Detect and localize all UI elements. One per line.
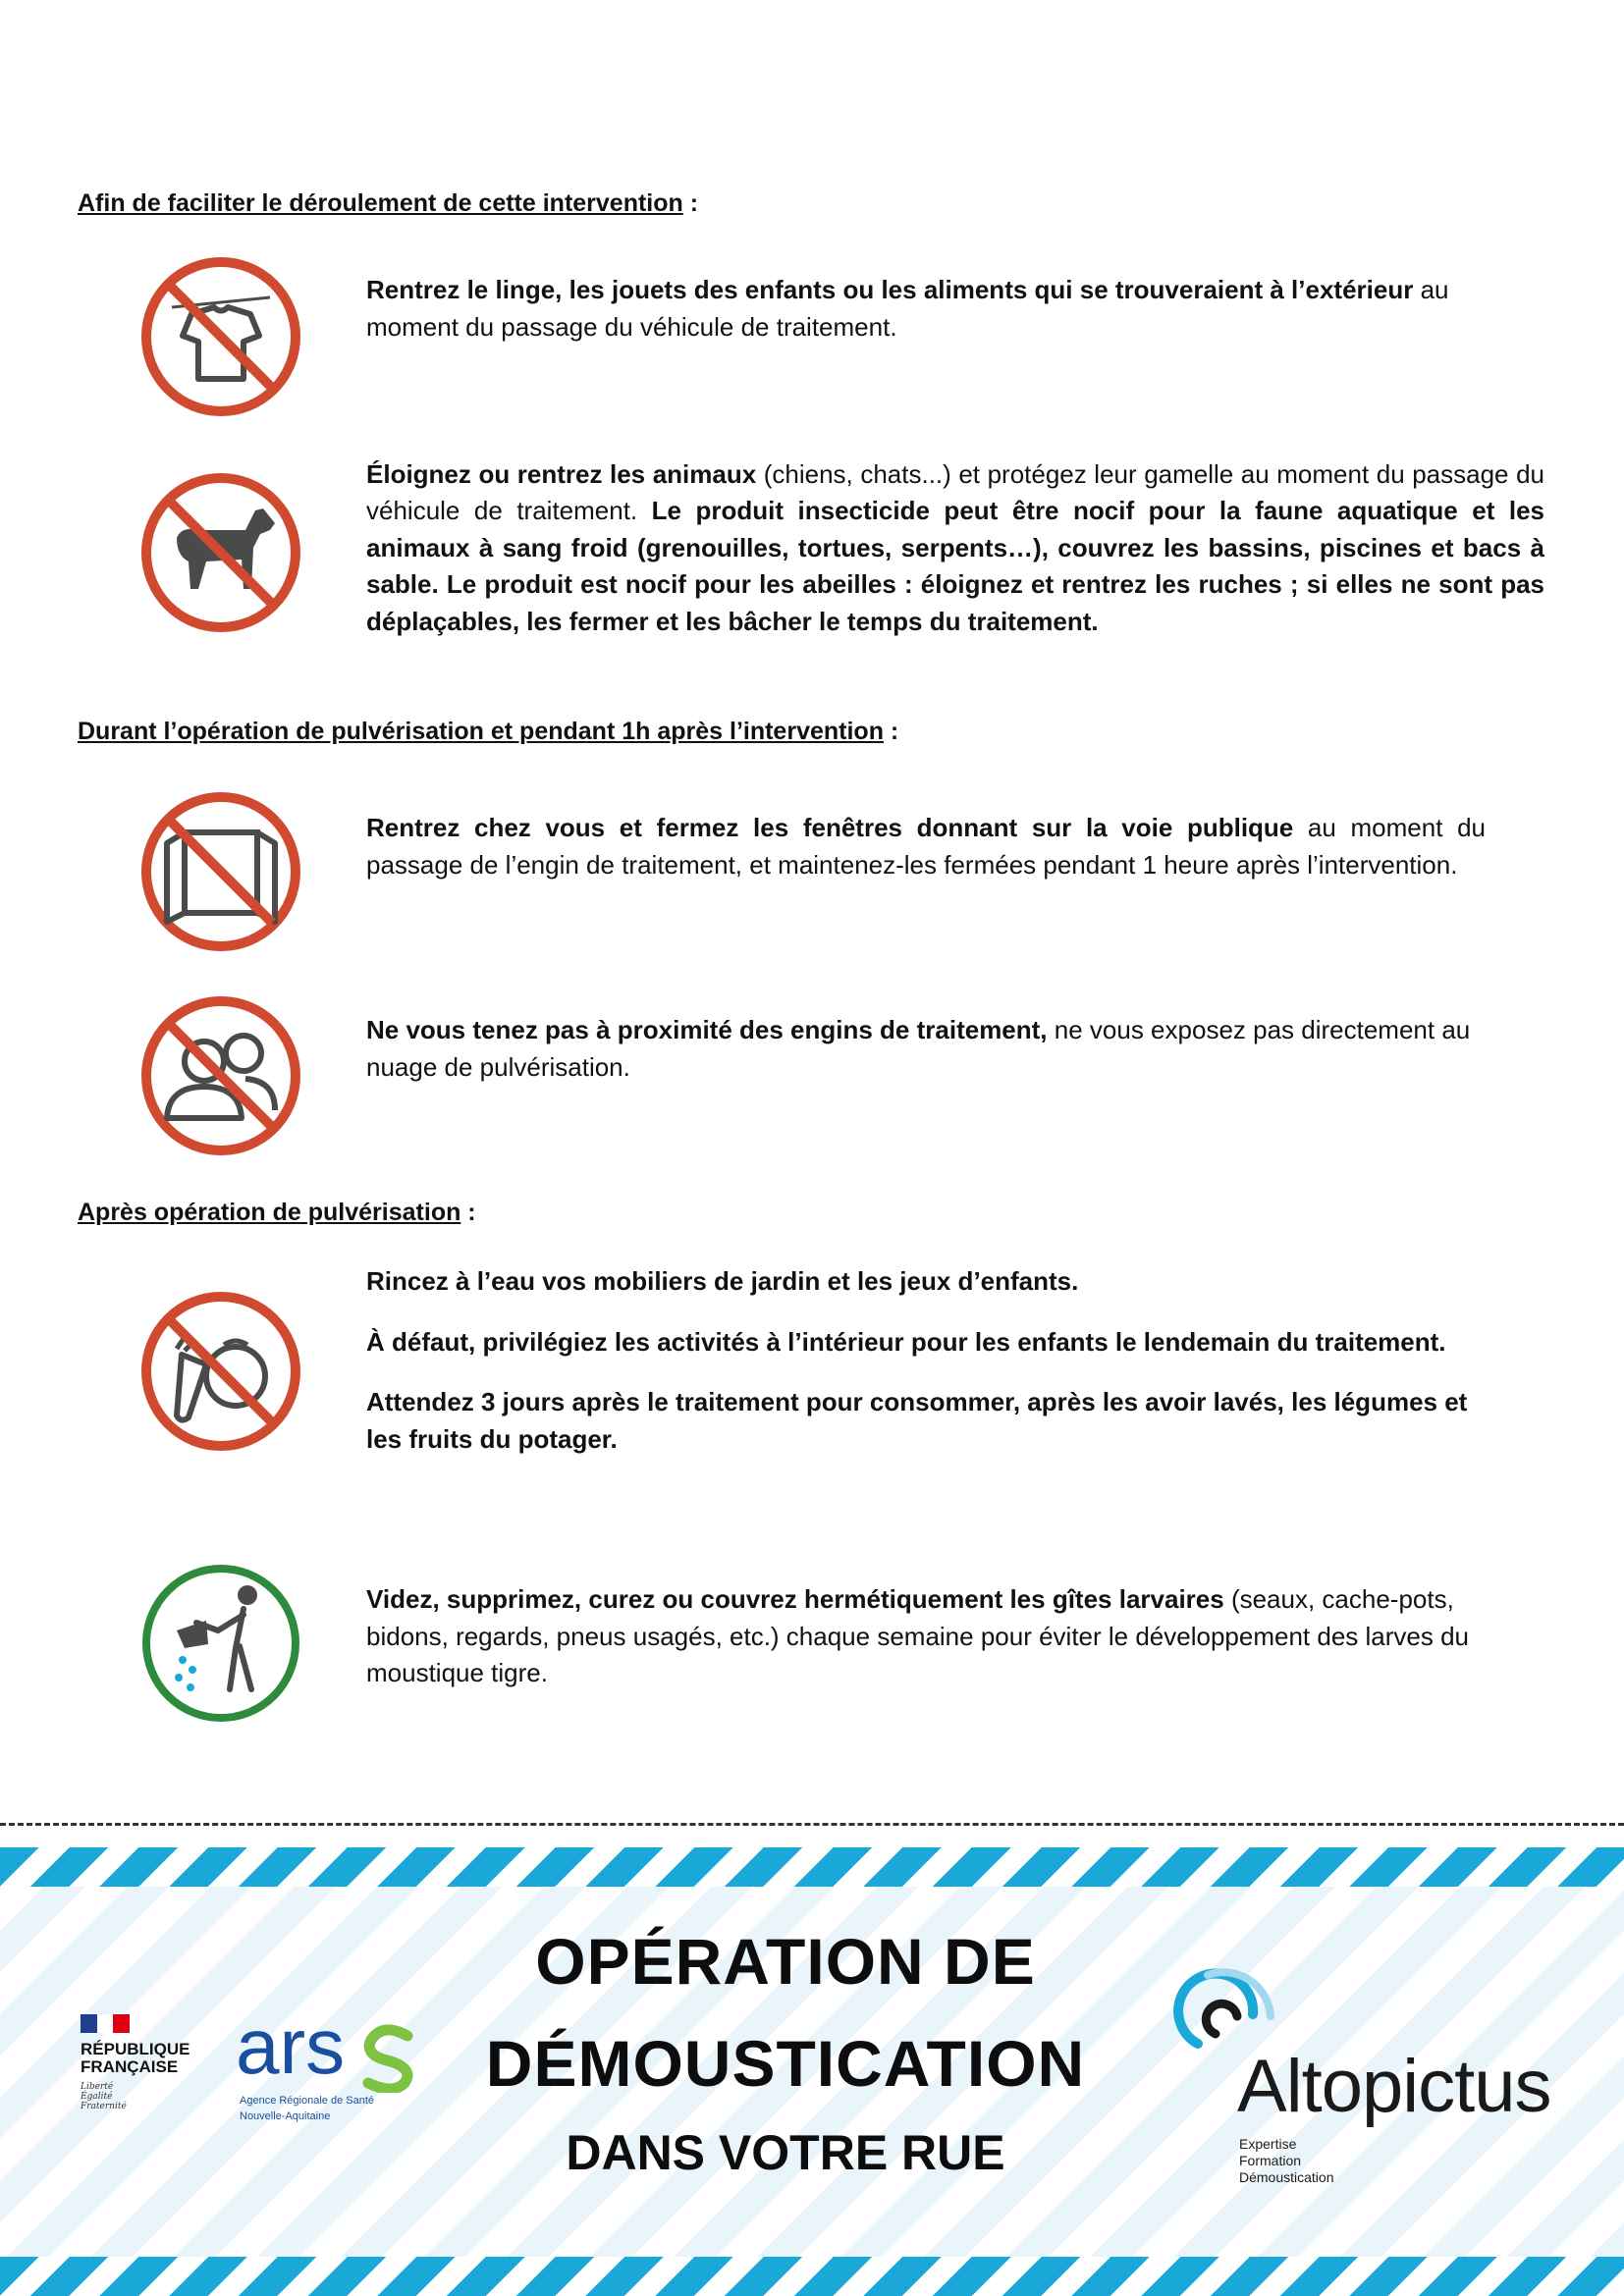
footer-title-line3: DANS VOTRE RUE — [566, 2125, 1005, 2180]
instruction-wait: Attendez 3 jours après le traitement pou… — [366, 1387, 1468, 1455]
stripe-band-top — [0, 1847, 1624, 1887]
footer-title-line2: DÉMOUSTICATION — [485, 2027, 1086, 2100]
ars-logo: ars Agence Régionale de Santé Nouvelle-A… — [236, 2002, 422, 2132]
no-vegetables-icon — [141, 1292, 300, 1451]
instruction-laundry: Rentrez le linge, les jouets des enfants… — [366, 275, 1449, 342]
instruction-distance: Ne vous tenez pas à proximité des engins… — [366, 1015, 1471, 1082]
no-open-window-icon — [141, 792, 300, 951]
instruction-after-list: Rincez à l’eau vos mobiliers de jardin e… — [366, 1263, 1486, 1482]
no-animals-icon — [141, 473, 300, 632]
svg-text:ars: ars — [236, 2004, 345, 2090]
instruction-indoor: À défaut, privilégiez les activités à l’… — [366, 1326, 1446, 1357]
instruction-larvae: Videz, supprimez, curez ou couvrez hermé… — [366, 1584, 1470, 1688]
altopictus-swirl-icon — [1173, 1968, 1274, 2049]
cut-line — [0, 1823, 1624, 1826]
instruction-rinse: Rincez à l’eau vos mobiliers de jardin e… — [366, 1266, 1079, 1296]
empty-water-container-icon — [142, 1565, 299, 1722]
section-heading-during: Durant l’opération de pulvérisation et p… — [78, 718, 899, 745]
no-laundry-icon — [141, 257, 300, 416]
section-heading-before: Afin de faciliter le déroulement de cett… — [78, 189, 699, 217]
instruction-animals: Éloignez ou rentrez les animaux (chiens,… — [366, 459, 1544, 636]
stripe-band-bottom — [0, 2257, 1624, 2296]
french-flag-icon — [81, 2014, 131, 2033]
section-heading-after: Après opération de pulvérisation : — [78, 1199, 476, 1226]
instruction-windows: Rentrez chez vous et fermez les fenêtres… — [366, 813, 1487, 880]
footer-title-line1: OPÉRATION DE — [535, 1925, 1036, 1998]
no-people-icon — [141, 996, 300, 1155]
